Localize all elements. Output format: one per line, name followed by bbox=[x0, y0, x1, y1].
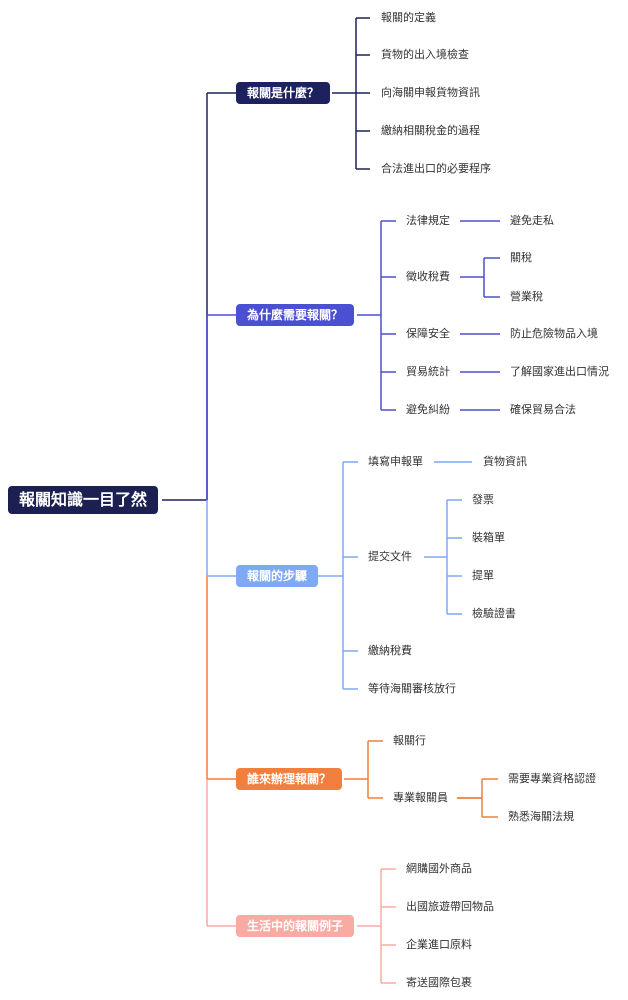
sub-collect-tax: 徵收稅費 bbox=[406, 270, 450, 283]
root-topic: 報關知識一目了然 bbox=[8, 486, 159, 514]
sub-await-release: 等待海關審核放行 bbox=[368, 682, 456, 695]
leaf-inspection: 貨物的出入境檢查 bbox=[381, 48, 469, 61]
leaf-pay-tax-process: 繳納相關稅金的過程 bbox=[381, 124, 480, 137]
leaf-travel-goods: 出國旅遊帶回物品 bbox=[406, 900, 494, 913]
branch-customs-steps: 報關的步驟 bbox=[236, 565, 319, 587]
leaf-avoid-smuggling: 避免走私 bbox=[510, 214, 554, 227]
leaf-definition: 報關的定義 bbox=[381, 11, 436, 24]
leaf-packing-list: 裝箱單 bbox=[472, 531, 505, 544]
leaf-online-shopping: 網購國外商品 bbox=[406, 862, 472, 875]
sub-pay-taxes: 繳納稅費 bbox=[368, 644, 412, 657]
leaf-inspection-cert: 檢驗證書 bbox=[472, 607, 516, 620]
leaf-prevent-danger: 防止危險物品入境 bbox=[510, 327, 598, 340]
sub-safety: 保障安全 bbox=[406, 327, 450, 340]
leaf-goods-info: 貨物資訊 bbox=[483, 455, 527, 468]
leaf-legal-trade: 確保貿易合法 bbox=[510, 403, 576, 416]
sub-customs-agent: 專業報關員 bbox=[393, 791, 448, 804]
sub-trade-stats: 貿易統計 bbox=[406, 365, 450, 378]
sub-submit-docs: 提交文件 bbox=[368, 550, 412, 563]
sub-customs-broker: 報關行 bbox=[393, 734, 426, 747]
leaf-business-tax: 營業稅 bbox=[510, 290, 543, 303]
sub-avoid-dispute: 避免糾紛 bbox=[406, 403, 450, 416]
leaf-bill-of-lading: 提單 bbox=[472, 569, 494, 582]
leaf-know-regulations: 熟悉海關法規 bbox=[508, 810, 574, 823]
branch-who-handles: 誰來辦理報關？ bbox=[236, 768, 343, 790]
leaf-invoice: 發票 bbox=[472, 493, 494, 506]
leaf-certification: 需要專業資格認證 bbox=[508, 772, 596, 785]
branch-daily-examples: 生活中的報關例子 bbox=[236, 915, 355, 937]
sub-fill-form: 填寫申報單 bbox=[368, 455, 423, 468]
branch-why-customs: 為什麼需要報關？ bbox=[236, 304, 355, 326]
leaf-import-materials: 企業進口原料 bbox=[406, 938, 472, 951]
leaf-understand-trade: 了解國家進出口情況 bbox=[510, 365, 609, 378]
sub-legal-requirement: 法律規定 bbox=[406, 214, 450, 227]
leaf-legal-procedure: 合法進出口的必要程序 bbox=[381, 162, 491, 175]
branch-what-is-customs: 報關是什麼？ bbox=[236, 82, 331, 104]
leaf-intl-parcel: 寄送國際包裹 bbox=[406, 976, 472, 989]
leaf-tariff: 關稅 bbox=[510, 251, 532, 264]
leaf-declare-info: 向海關申報貨物資訊 bbox=[381, 86, 480, 99]
